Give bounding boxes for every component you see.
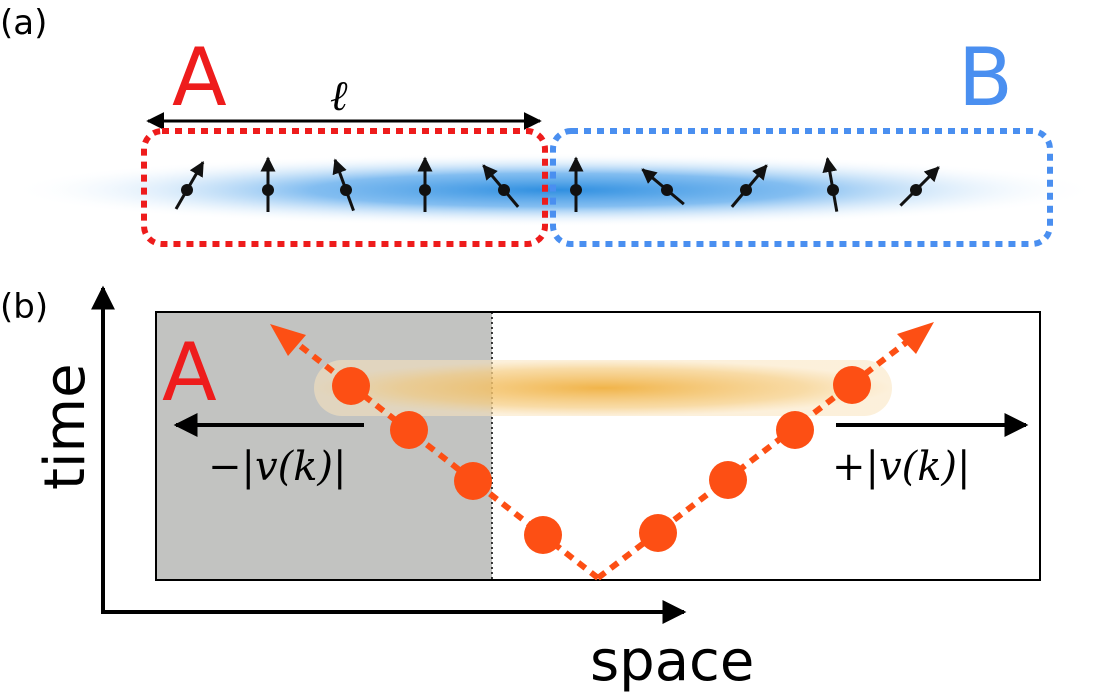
left-trajectory-arrowhead (270, 324, 306, 356)
region-a-shade (156, 312, 492, 580)
spin (482, 164, 520, 208)
space-axis-label: space (590, 629, 754, 694)
panel-a-label: (a) (0, 3, 47, 43)
region-a-label: A (172, 31, 227, 124)
left-velocity-label: −|v(k)| (208, 444, 347, 490)
quasiparticle-left (390, 411, 428, 449)
spin-atom (570, 184, 582, 196)
right-velocity-label: +|v(k)| (832, 444, 971, 490)
spin (260, 156, 276, 212)
quasiparticle-right (639, 514, 677, 552)
quasiparticles (332, 366, 871, 554)
spin-atom (498, 184, 510, 196)
spin-atom (661, 184, 673, 196)
spin (174, 160, 205, 210)
spin (899, 166, 940, 207)
spin (332, 158, 355, 212)
time-axis-label: time (33, 363, 98, 490)
quasiparticle-right (776, 411, 814, 449)
spin-atom (262, 184, 274, 196)
quasiparticle-right (709, 461, 747, 499)
region-a-box (141, 128, 548, 247)
spin-atom (827, 184, 839, 196)
spin (822, 157, 839, 212)
length-symbol: ℓ (330, 71, 348, 120)
spin-atom (910, 184, 922, 196)
spin-atom (419, 184, 431, 196)
quasiparticle-right (833, 366, 871, 404)
right-trajectory-arrowhead (897, 322, 934, 354)
quasiparticle-left (524, 516, 562, 554)
plot-frame (155, 311, 1041, 581)
spin (417, 156, 433, 212)
spin (568, 156, 584, 212)
quasiparticle-left (332, 367, 370, 405)
correlation-band (314, 360, 892, 416)
spin (641, 168, 685, 206)
region-b-box (550, 128, 1053, 247)
panel-b-label: (b) (0, 287, 48, 327)
spin-atom (340, 184, 352, 196)
spin (730, 164, 768, 208)
region-a-label-b: A (162, 326, 217, 419)
spin-atom (740, 184, 752, 196)
quasiparticle-left (454, 462, 492, 500)
spin-chain (174, 156, 940, 212)
spin-atom (181, 184, 193, 196)
region-b-label: B (958, 31, 1013, 124)
